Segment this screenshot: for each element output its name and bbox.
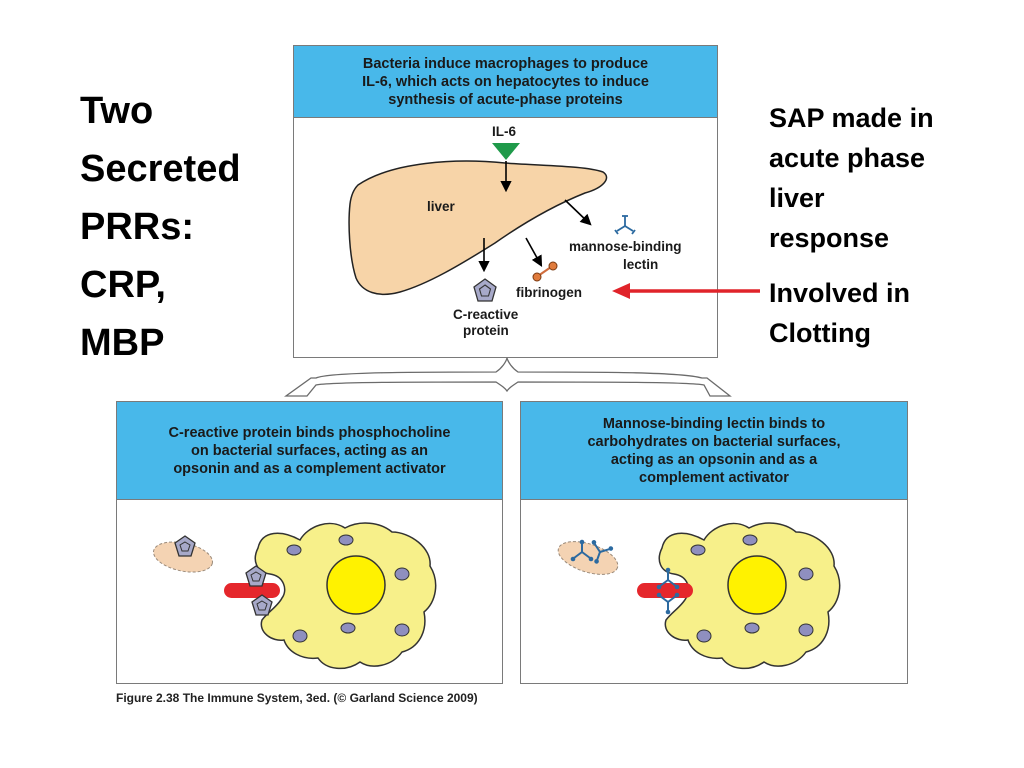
arrow-to-mbl xyxy=(564,199,592,226)
sap-note-line: response xyxy=(769,223,890,253)
il6-label: IL-6 xyxy=(492,124,517,139)
sap-note-line: SAP made in xyxy=(769,103,934,133)
granule xyxy=(394,567,410,581)
crp-panel-header: C-reactive protein binds phosphocholine … xyxy=(117,402,502,500)
fibrinogen-molecule-icon xyxy=(532,261,558,282)
bacterium xyxy=(224,583,280,598)
granule xyxy=(286,544,302,556)
header-line: Mannose-binding lectin binds to xyxy=(602,415,826,432)
header-line: acting as an opsonin and as a xyxy=(610,451,818,468)
sap-note-line: liver xyxy=(769,183,825,213)
title-line: Two xyxy=(80,90,154,132)
clotting-note: Involved in Clotting xyxy=(769,273,989,353)
mbl-label: mannose-binding xyxy=(569,239,682,254)
header-line: complement activator xyxy=(639,469,789,486)
bacterium xyxy=(637,583,693,598)
mbl-molecule-icon xyxy=(614,215,636,235)
granule xyxy=(744,622,760,634)
header-line: Bacteria induce macrophages to produce xyxy=(362,55,649,72)
granule xyxy=(690,544,706,556)
fibrinogen-label: fibrinogen xyxy=(516,285,582,300)
sap-note: SAP made in acute phase liver response xyxy=(769,98,989,258)
clotting-note-line: Involved in xyxy=(769,278,911,308)
mbl-panel-header: Mannose-binding lectin binds to carbohyd… xyxy=(521,402,907,500)
crp-label: C-reactive xyxy=(453,307,519,322)
liver-label: liver xyxy=(427,199,455,214)
granule xyxy=(394,623,410,637)
mbl-label-line2: lectin xyxy=(623,257,659,272)
crp-label-line2: protein xyxy=(463,323,509,338)
header-line: IL-6, which acts on hepatocytes to induc… xyxy=(362,73,649,90)
macrophage-nucleus xyxy=(727,555,787,615)
arrow-to-fibrinogen xyxy=(525,237,543,267)
granule xyxy=(798,567,814,581)
crp-bound-icon xyxy=(245,565,267,587)
crp-bound-icon xyxy=(251,594,273,616)
macrophage-nucleus xyxy=(326,555,386,615)
granule xyxy=(798,623,814,637)
granule xyxy=(742,534,758,546)
granule xyxy=(338,534,354,546)
title-line: Secreted xyxy=(80,148,241,190)
clotting-note-line: Clotting xyxy=(769,318,871,348)
top-panel-header: Bacteria induce macrophages to produce I… xyxy=(294,46,717,118)
header-line: synthesis of acute-phase proteins xyxy=(388,91,623,108)
granule xyxy=(292,629,308,643)
clotting-arrowhead xyxy=(612,283,630,299)
title-line: MBP xyxy=(80,322,165,364)
branch-arrow xyxy=(283,357,732,397)
header-line: opsonin and as a complement activator xyxy=(173,460,446,477)
crp-molecule-icon xyxy=(473,278,497,302)
bacterium-shadow xyxy=(557,541,619,575)
sap-note-line: acute phase xyxy=(769,143,926,173)
header-line: on bacterial surfaces, acting as an xyxy=(191,442,428,459)
crp-on-bacterium-icon xyxy=(174,535,196,557)
header-line: carbohydrates on bacterial surfaces, xyxy=(587,433,841,450)
granule xyxy=(696,629,712,643)
il6-triangle xyxy=(492,143,520,160)
title-line: CRP, xyxy=(80,264,166,306)
slide-title: Two Secreted PRRs: CRP, MBP xyxy=(80,82,280,372)
liver-shape xyxy=(348,160,608,296)
title-line: PRRs: xyxy=(80,206,195,248)
figure-caption: Figure 2.38 The Immune System, 3ed. (© G… xyxy=(116,691,478,705)
granule xyxy=(340,622,356,634)
header-line: C-reactive protein binds phosphocholine xyxy=(168,424,451,441)
